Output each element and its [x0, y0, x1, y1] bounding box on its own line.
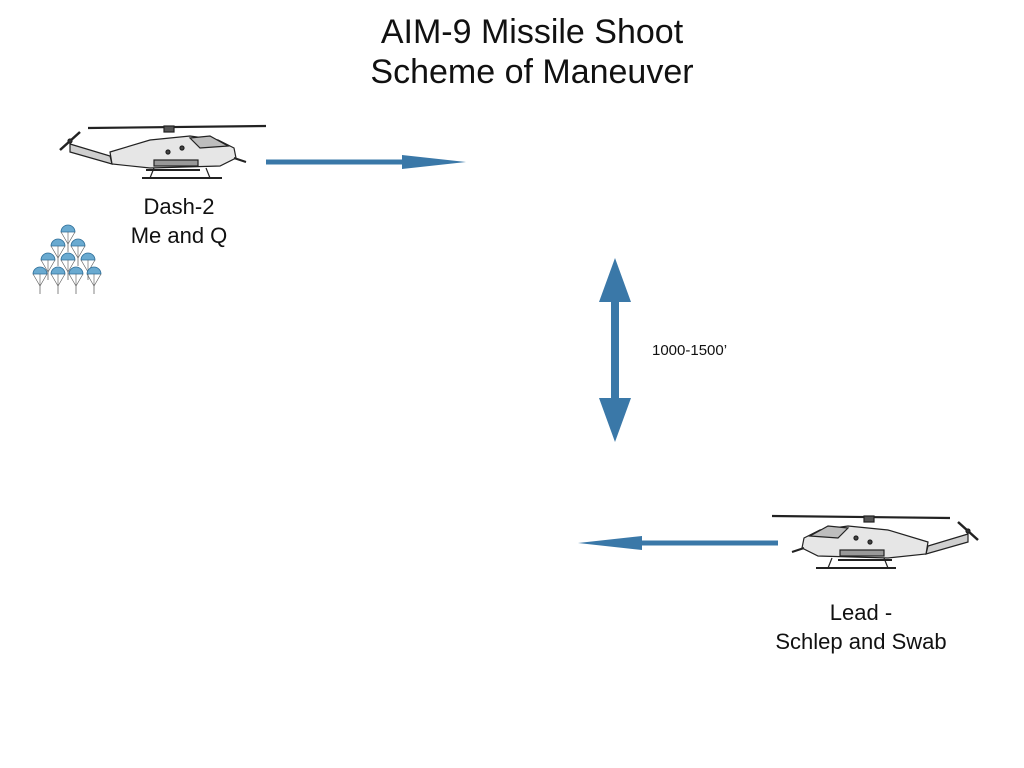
- parachute-cluster-icon: [32, 224, 102, 295]
- dash2-callsign: Dash-2: [143, 194, 215, 219]
- dash2-helicopter-icon: [59, 124, 267, 179]
- title-line-1: AIM-9 Missile Shoot: [380, 13, 684, 51]
- separation-label: 1000-1500’: [652, 342, 728, 359]
- dash2-label: Dash-2 Me and Q: [104, 192, 254, 250]
- lead-helicopter-icon: [771, 514, 979, 569]
- slide-title: AIM-9 Missile Shoot Scheme of Maneuver: [0, 12, 1024, 92]
- lead-label: Lead - Schlep and Swab: [756, 598, 966, 656]
- lead-callsign: Lead -: [829, 600, 893, 625]
- lead-heading-arrow: [578, 536, 778, 550]
- lead-crew: Schlep and Swab: [775, 629, 947, 654]
- separation-arrow: [599, 258, 631, 442]
- dash2-heading-arrow: [266, 155, 466, 169]
- title-line-2: Scheme of Maneuver: [370, 53, 694, 91]
- dash2-crew: Me and Q: [130, 223, 228, 248]
